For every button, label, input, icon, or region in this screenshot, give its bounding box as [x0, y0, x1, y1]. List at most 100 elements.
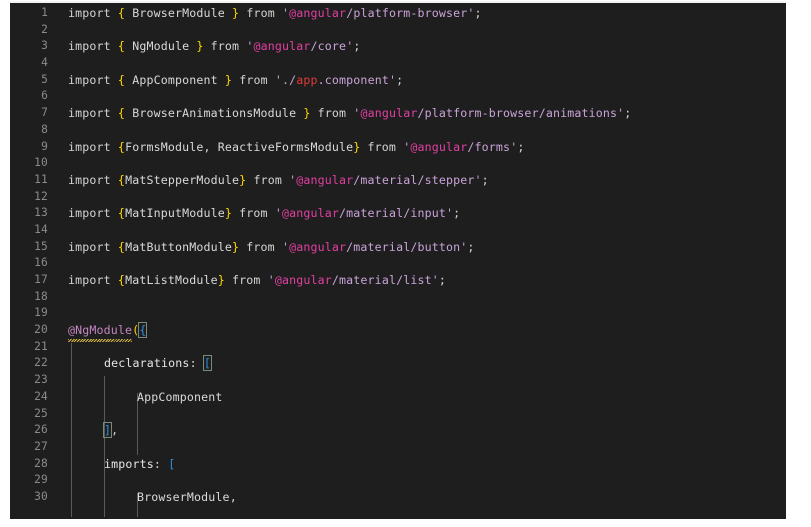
code-line[interactable]: 4: [10, 55, 786, 72]
line-content[interactable]: import { BrowserAnimationsModule } from …: [68, 105, 631, 122]
code-content-area[interactable]: 1 import { BrowserModule } from '@angula…: [10, 5, 786, 517]
code-line[interactable]: 28 imports: [: [10, 456, 786, 473]
line-number: 15: [34, 239, 48, 253]
line-content[interactable]: BrowserModule,: [137, 489, 237, 506]
code-line[interactable]: 23: [10, 372, 786, 389]
token-object-brace-open: {: [138, 322, 148, 339]
code-line[interactable]: 25: [10, 406, 786, 423]
token-brace-close: }: [239, 172, 247, 187]
token-module-browser-animations-module: BrowserAnimationsModule: [132, 106, 297, 121]
code-line[interactable]: 12: [10, 189, 786, 206]
code-line[interactable]: 18: [10, 289, 786, 306]
line-content[interactable]: ],: [102, 422, 119, 439]
line-number: 23: [34, 373, 48, 387]
token-semicolon: ;: [481, 172, 489, 187]
code-line[interactable]: 16: [10, 255, 786, 272]
line-content[interactable]: import { NgModule } from '@angular/core'…: [68, 38, 360, 55]
token-keyword-from: from: [232, 273, 261, 287]
token-quote: ': [246, 39, 254, 54]
token-keyword-import: import: [68, 6, 111, 20]
token-brace-open: {: [117, 39, 126, 54]
line-number: 12: [34, 189, 48, 203]
line-content[interactable]: import { BrowserModule } from '@angular/…: [68, 5, 482, 22]
code-line[interactable]: 10: [10, 155, 786, 172]
code-line[interactable]: 5 import { AppComponent } from './app.co…: [10, 72, 786, 89]
token-quote: ': [431, 273, 439, 287]
code-line[interactable]: 13 import {MatInputModule} from '@angula…: [10, 205, 786, 222]
token-path-prefix: ./: [282, 72, 297, 87]
token-brace-close: }: [303, 106, 311, 121]
indent-guide-level-3b: [137, 493, 138, 517]
token-decorator-ngmodule: @NgModule: [68, 323, 133, 338]
code-line[interactable]: 2: [10, 22, 786, 39]
line-number: 2: [41, 22, 48, 36]
token-semicolon: ;: [467, 239, 475, 254]
code-line[interactable]: 7 import { BrowserAnimationsModule } fro…: [10, 105, 786, 122]
code-line[interactable]: 11 import {MatStepperModule} from '@angu…: [10, 172, 786, 189]
line-content[interactable]: import {MatButtonModule} from '@angular/…: [68, 239, 475, 256]
line-number: 5: [41, 72, 48, 86]
code-editor-window[interactable]: 1 import { BrowserModule } from '@angula…: [10, 1, 786, 519]
token-keyword-from: from: [246, 6, 275, 20]
code-line[interactable]: 1 import { BrowserModule } from '@angula…: [10, 5, 786, 22]
line-number: 19: [34, 306, 48, 320]
line-content[interactable]: import { AppComponent } from './app.comp…: [68, 72, 403, 89]
code-line[interactable]: 3 import { NgModule } from '@angular/cor…: [10, 38, 786, 55]
line-content[interactable]: import {MatListModule} from '@angular/ma…: [68, 272, 446, 289]
code-line[interactable]: 24 AppComponent: [10, 389, 786, 406]
token-module-ng-module: NgModule: [132, 39, 190, 54]
token-quote: ': [403, 139, 411, 154]
line-content[interactable]: import {MatInputModule} from '@angular/m…: [68, 205, 460, 222]
code-line[interactable]: 29: [10, 472, 786, 489]
token-quote: ': [474, 172, 482, 187]
token-brace-close: }: [217, 273, 225, 287]
line-number: 7: [41, 106, 48, 120]
code-line[interactable]: 22 declarations: [: [10, 355, 786, 372]
code-line[interactable]: 21: [10, 339, 786, 356]
token-brace-open: {: [117, 6, 126, 20]
token-module-reactive-forms-module: ReactiveFormsModule: [217, 139, 354, 154]
token-quote: ': [467, 6, 475, 20]
token-bracket-close: ]: [102, 422, 113, 439]
token-quote: ': [617, 106, 625, 121]
line-number: 14: [34, 222, 48, 236]
code-line[interactable]: 30 BrowserModule,: [10, 489, 786, 506]
line-number: 1: [41, 6, 48, 19]
line-content[interactable]: imports: [: [104, 456, 175, 473]
token-comma: ,: [111, 423, 119, 438]
token-quote: ': [267, 273, 275, 287]
token-colon: :: [153, 456, 162, 471]
line-content[interactable]: import {MatStepperModule} from '@angular…: [68, 172, 489, 189]
token-scope-angular: @angular: [274, 273, 332, 287]
page-bottom-margin: [0, 519, 811, 527]
line-number: 3: [41, 39, 48, 53]
code-line[interactable]: 20 @NgModule({: [10, 322, 786, 342]
token-scope-angular: @angular: [281, 206, 340, 221]
token-quote: ': [388, 72, 397, 87]
token-brace-open: {: [117, 106, 126, 121]
token-paren-open: (: [132, 323, 140, 338]
code-line[interactable]: 15 import {MatButtonModule} from '@angul…: [10, 239, 786, 256]
code-line[interactable]: 17 import {MatListModule} from '@angular…: [10, 272, 786, 289]
code-line[interactable]: 8: [10, 122, 786, 139]
line-number: 10: [34, 156, 48, 170]
token-brace-close: }: [353, 139, 361, 154]
token-quote: ': [282, 6, 290, 20]
token-brace-close: }: [224, 206, 233, 221]
token-brace-open: {: [117, 172, 126, 187]
line-number: 25: [34, 406, 48, 420]
line-content[interactable]: @NgModule({: [68, 322, 148, 342]
code-line[interactable]: 27: [10, 439, 786, 456]
token-quote: ': [274, 72, 282, 87]
token-keyword-from: from: [239, 72, 268, 87]
token-quote: ': [289, 172, 297, 187]
code-line[interactable]: 6: [10, 88, 786, 105]
token-path: /platform-browser/animations: [417, 106, 618, 121]
line-number: 30: [34, 489, 48, 503]
code-line[interactable]: 26 ],: [10, 422, 786, 439]
code-line[interactable]: 19: [10, 305, 786, 322]
line-content[interactable]: import {FormsModule, ReactiveFormsModule…: [68, 139, 524, 156]
code-line[interactable]: 9 import {FormsModule, ReactiveFormsModu…: [10, 139, 786, 156]
line-content[interactable]: declarations: [: [104, 355, 213, 372]
code-line[interactable]: 14: [10, 222, 786, 239]
